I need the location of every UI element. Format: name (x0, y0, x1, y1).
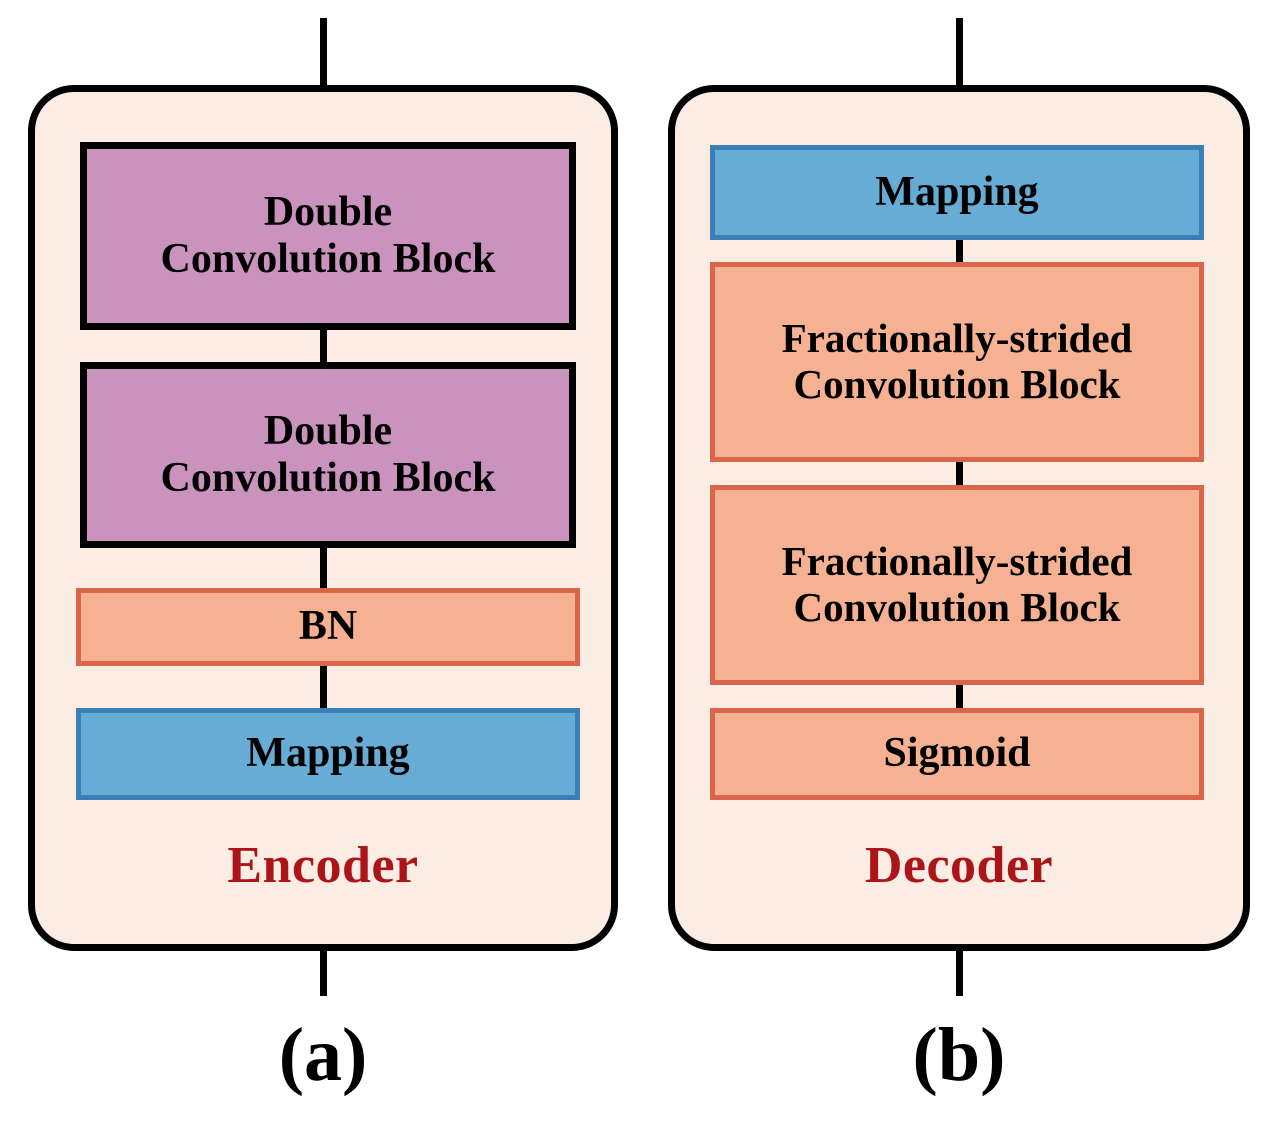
encoder-double-conv-2-label: Double Convolution Block (160, 407, 496, 501)
encoder-mapping: Mapping (76, 708, 580, 800)
encoder-bn-label: BN (298, 603, 358, 650)
encoder-link-2 (320, 540, 327, 596)
caption-b: (b) (912, 1013, 1006, 1097)
decoder-sigmoid: Sigmoid (710, 708, 1204, 800)
encoder-double-conv-1-label: Double Convolution Block (160, 188, 496, 282)
encoder-link-1 (320, 322, 327, 370)
encoder-output-connector (320, 948, 327, 996)
decoder-link-1 (956, 234, 963, 270)
decoder-link-2 (956, 456, 963, 492)
decoder-mapping-label: Mapping (875, 168, 1039, 215)
decoder-link-3 (956, 678, 963, 714)
encoder-double-conv-2: Double Convolution Block (80, 362, 576, 548)
decoder-mapping: Mapping (710, 145, 1204, 240)
encoder-input-connector (320, 18, 327, 90)
encoder-bn: BN (76, 588, 580, 666)
encoder-role-label: Encoder (227, 837, 419, 894)
decoder-role-label: Decoder (864, 837, 1054, 894)
decoder-frac-conv-2-label: Fractionally-strided Convolution Block (781, 538, 1133, 630)
decoder-frac-conv-1-label: Fractionally-strided Convolution Block (781, 315, 1133, 407)
decoder-input-connector (956, 18, 963, 90)
encoder-link-3 (320, 658, 327, 714)
encoder-double-conv-1: Double Convolution Block (80, 142, 576, 330)
encoder-mapping-label: Mapping (246, 730, 410, 777)
decoder-frac-conv-1: Fractionally-strided Convolution Block (710, 262, 1204, 462)
caption-a: (a) (278, 1013, 368, 1097)
decoder-output-connector (956, 948, 963, 996)
decoder-frac-conv-2: Fractionally-strided Convolution Block (710, 485, 1204, 685)
decoder-sigmoid-label: Sigmoid (883, 730, 1031, 777)
